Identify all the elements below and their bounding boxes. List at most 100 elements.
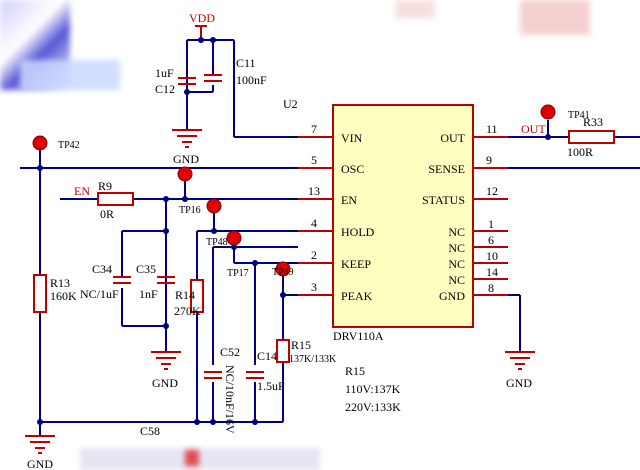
capacitor-c12: 1uF C12	[155, 66, 196, 96]
pin-num: 7	[311, 122, 317, 136]
r13-value: 160K	[50, 289, 77, 303]
vdd-label: VDD	[189, 11, 215, 25]
tp-label: TP41	[568, 110, 590, 121]
c35-value: 1nF	[139, 287, 158, 301]
chip-ref: U2	[283, 97, 298, 111]
testpoint-tp42: TP42	[32, 135, 80, 151]
r15-value: 137K/133K	[289, 354, 337, 365]
testpoint-tp49: TP49	[272, 261, 294, 278]
r14-ref: R14	[175, 288, 195, 302]
capacitor-c52: C52 NC/10nF/16V	[204, 345, 240, 434]
pin-num: 11	[486, 122, 498, 136]
c14-value: 1.5uF	[257, 379, 285, 393]
pin-name: VIN	[341, 131, 363, 145]
resistor-r13: R13 160K	[33, 274, 77, 313]
pin-name: EN	[341, 193, 357, 207]
vdd-symbol: VDD	[189, 11, 215, 40]
c35-ref: C35	[136, 262, 156, 276]
ground-symbol-top: GND	[172, 129, 202, 166]
pin-num: 6	[488, 233, 494, 247]
pin-num: 8	[488, 281, 494, 295]
pin-name: GND	[439, 289, 465, 303]
pin-name: NC	[448, 241, 465, 255]
chip-body	[332, 104, 474, 328]
ground-symbol-left: GND	[151, 351, 181, 390]
net-label-out: OUT	[521, 122, 546, 136]
blur-artifact-top-left-2	[20, 60, 120, 90]
pin-name: OSC	[341, 162, 364, 176]
tp-label: TP49	[272, 267, 294, 278]
r13-ref: R13	[50, 276, 70, 290]
gnd-label: GND	[27, 457, 53, 470]
resistor-r33: R33 100R	[567, 115, 615, 159]
testpoint-tp16: TP16	[177, 166, 201, 216]
tp-label: TP17	[227, 268, 249, 279]
pin-name: NC	[448, 273, 465, 287]
pin-num: 4	[311, 216, 317, 230]
pin-num: 9	[486, 153, 492, 167]
pin-name: HOLD	[341, 225, 375, 239]
testpoint-tp41: TP41	[540, 104, 590, 121]
ground-symbol-bottom: GND	[25, 435, 55, 470]
c58-ref: C58	[140, 424, 160, 438]
r15-ref: R15	[291, 338, 311, 352]
pin-num: 12	[486, 184, 498, 198]
note-line2: 220V:133K	[345, 400, 401, 414]
pin-name: PEAK	[341, 289, 373, 303]
junctions	[37, 37, 551, 425]
gnd-label: GND	[506, 376, 532, 390]
r33-value: 100R	[567, 145, 593, 159]
blur-artifact-top-mid	[395, 0, 435, 18]
blur-artifact-top-right	[520, 0, 590, 35]
pin-num: 14	[486, 265, 498, 279]
chip-u2: U2 DRV110A 7 5 13 4 2 3 VIN OSC EN HOLD …	[283, 97, 508, 343]
pin-num: 5	[311, 153, 317, 167]
wires	[20, 39, 640, 436]
testpoint-tp17: TP17	[226, 230, 249, 279]
r33-ref: R33	[583, 115, 603, 129]
pin-name: OUT	[440, 131, 465, 145]
note-title: R15	[345, 364, 365, 378]
c12-ref: C12	[155, 82, 175, 96]
ground-symbol-right: GND	[505, 351, 535, 390]
c52-ref: C52	[220, 345, 240, 359]
pin-name: STATUS	[422, 193, 465, 207]
pin-num: 3	[311, 280, 317, 294]
resistor-r15: R15 137K/133K	[276, 338, 337, 365]
pin-name: SENSE	[428, 162, 465, 176]
r14-value: 270K	[174, 304, 201, 318]
c14-ref: C14	[257, 349, 277, 363]
r15-note: R15 110V:137K 220V:133K	[345, 364, 401, 414]
pin-num: 13	[308, 184, 320, 198]
c12-value: 1uF	[155, 66, 174, 80]
gnd-label: GND	[152, 376, 178, 390]
tp-label: TP42	[58, 140, 80, 151]
note-line1: 110V:137K	[345, 382, 401, 396]
pin-num: 1	[488, 217, 494, 231]
r9-value: 0R	[100, 207, 114, 221]
c34-ref: C34	[92, 262, 112, 276]
c52-value: NC/10nF/16V	[223, 365, 237, 434]
pin-num: 2	[311, 248, 317, 262]
net-label-en: EN	[74, 184, 90, 198]
tp-label: TP48	[206, 237, 228, 248]
capacitor-c11: C11 100nF	[204, 56, 267, 87]
pin-name: KEEP	[341, 257, 371, 271]
blur-artifact-bottom-red	[185, 450, 199, 466]
gnd-label: GND	[173, 152, 199, 166]
tp-label: TP16	[179, 205, 201, 216]
c11-ref: C11	[236, 56, 256, 70]
pin-num: 10	[486, 249, 498, 263]
capacitor-c35: C35 1nF	[136, 262, 175, 301]
c34-value: NC/1uF	[80, 287, 119, 301]
capacitor-c14: C14 1.5uF	[246, 349, 285, 393]
blur-artifact-bottom	[80, 448, 320, 470]
pin-name: NC	[448, 257, 465, 271]
testpoint-tp48: TP48	[206, 198, 228, 248]
chip-name: DRV110A	[333, 329, 384, 343]
r9-ref: R9	[98, 179, 112, 193]
capacitor-c34: C34 NC/1uF	[80, 262, 131, 301]
pin-name: NC	[448, 225, 465, 239]
c11-value: 100nF	[236, 73, 267, 87]
